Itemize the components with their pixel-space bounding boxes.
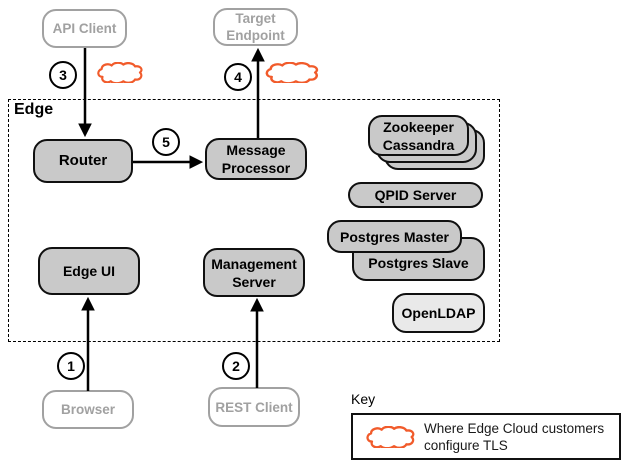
step-3-badge: 3 xyxy=(49,61,77,89)
node-browser-label: Browser xyxy=(60,402,116,417)
node-zookeeper-label: Zookeeper xyxy=(383,118,454,135)
node-router: Router xyxy=(33,139,133,183)
node-management-server: Management Server xyxy=(203,248,305,297)
node-postgres-slave-label: Postgres Slave xyxy=(368,255,469,271)
tls-cloud-icon xyxy=(265,62,319,83)
node-edge-ui-label: Edge UI xyxy=(62,263,116,279)
node-management-server-label: Management Server xyxy=(211,255,297,290)
node-target-endpoint: Target Endpoint xyxy=(213,8,298,46)
node-router-label: Router xyxy=(58,152,108,169)
node-target-endpoint-label: Target Endpoint xyxy=(226,11,285,43)
edge-container-label: Edge xyxy=(14,101,54,118)
tls-cloud-icon xyxy=(97,62,143,83)
step-2-badge: 2 xyxy=(222,352,250,380)
key-description: Where Edge Cloud customers configure TLS xyxy=(424,421,605,453)
node-rest-client-label: REST Client xyxy=(215,399,293,415)
node-qpid-server: QPID Server xyxy=(348,182,483,208)
node-postgres-master: Postgres Master xyxy=(327,220,462,253)
node-api-client-label: API Client xyxy=(52,21,117,36)
step-1-number: 1 xyxy=(67,358,75,374)
node-api-client: API Client xyxy=(42,9,127,48)
node-openldap-label: OpenLDAP xyxy=(401,305,476,321)
key-legend-box: Where Edge Cloud customers configure TLS xyxy=(351,413,621,460)
node-qpid-server-label: QPID Server xyxy=(374,187,457,203)
node-edge-ui: Edge UI xyxy=(38,247,140,295)
step-1-badge: 1 xyxy=(57,352,85,380)
key-title: Key xyxy=(351,391,376,407)
node-postgres-master-label: Postgres Master xyxy=(340,228,449,245)
node-openldap: OpenLDAP xyxy=(392,293,485,333)
node-rest-client: REST Client xyxy=(208,387,300,427)
step-4-number: 4 xyxy=(234,69,242,85)
node-message-processor: Message Processor xyxy=(205,138,307,180)
step-5-number: 5 xyxy=(162,134,170,150)
node-browser: Browser xyxy=(42,390,134,429)
node-message-processor-label: Message Processor xyxy=(221,142,291,176)
step-2-number: 2 xyxy=(232,358,240,374)
step-4-badge: 4 xyxy=(224,63,252,91)
step-5-badge: 5 xyxy=(152,128,180,156)
tls-cloud-icon xyxy=(366,426,415,448)
node-cassandra-label: Cassandra xyxy=(382,136,455,153)
node-zookeeper-cassandra: Zookeeper Cassandra xyxy=(368,115,469,156)
step-3-number: 3 xyxy=(59,67,67,83)
edge-container xyxy=(8,99,500,342)
